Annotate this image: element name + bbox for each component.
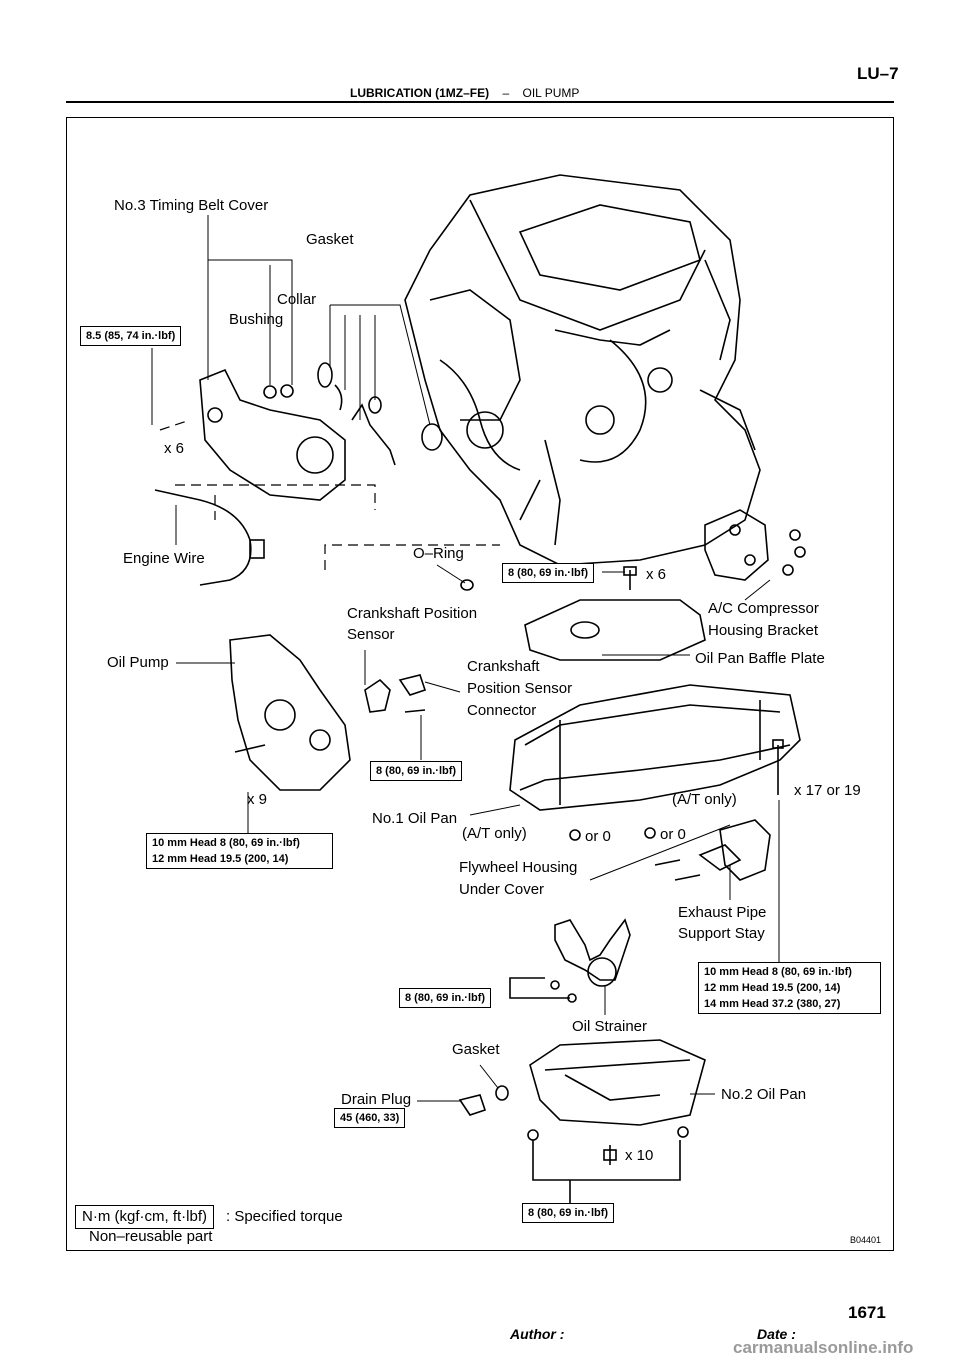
torque-oil-pan-3: 14 mm Head 37.2 (380, 27) [704,998,841,1010]
ac-bracket-shape [704,509,769,581]
watermark: carmanualsonline.info [733,1338,914,1357]
label-engine-wire: Engine Wire [123,550,205,567]
torque-oil-pan-2: 12 mm Head 19.5 (200, 14) [704,982,841,994]
label-crank-sensor-1: Crankshaft Position [347,605,478,622]
label-crank-conn-1: Crankshaft [467,658,540,675]
torque-8-5: 8.5 (85, 74 in.·lbf) [80,326,182,346]
label-or0-right: or 0 [660,826,686,843]
label-flywheel-1: Flywheel Housing [459,859,578,876]
torque-oil-pan-box: 10 mm Head 8 (80, 69 in.·lbf) 12 mm Head… [698,962,881,1014]
label-ac-compressor-1: A/C Compressor [708,600,819,617]
label-gasket-bottom: Gasket [452,1041,500,1058]
torque-8-pan2: 8 (80, 69 in.·lbf) [522,1203,615,1223]
label-o-ring: O–Ring [413,545,464,562]
figure-frame [66,117,894,1251]
torque-8-sensor: 8 (80, 69 in.·lbf) [370,761,463,781]
label-x17or19: x 17 or 19 [794,782,861,799]
label-oil-pump: Oil Pump [107,654,169,671]
label-crank-conn-2: Position Sensor [467,680,573,697]
author-label: Author : [510,1326,565,1342]
subsection-title: OIL PUMP [522,86,580,100]
torque-8-strainer: 8 (80, 69 in.·lbf) [399,988,492,1008]
label-crank-conn-3: Connector [467,702,537,719]
legend-unit-box: N·m (kgf·cm, ft·lbf) [75,1205,214,1229]
torque-oil-pump-1: 10 mm Head 8 (80, 69 in.·lbf) [152,837,300,849]
no1-oil-pan-shape [509,684,801,811]
label-no2-oil-pan: No.2 Oil Pan [721,1086,807,1103]
label-no1-oil-pan: No.1 Oil Pan [372,810,458,827]
legend-specified-torque: : Specified torque [226,1208,343,1225]
torque-8-oring: 8 (80, 69 in.·lbf) [502,563,595,583]
label-oil-strainer: Oil Strainer [572,1018,648,1035]
label-at-only-left: (A/T only) [462,825,527,842]
torque-oil-pan-1: 10 mm Head 8 (80, 69 in.·lbf) [704,966,852,978]
baffle-plate-shape [524,599,706,661]
page-number: 1671 [848,1303,886,1322]
no2-oil-pan-shape [529,1039,706,1126]
section-title: LUBRICATION (1MZ–FE) [350,86,490,100]
page-code: LU–7 [857,64,899,83]
label-x6-right: x 6 [646,566,667,583]
torque-45-drain: 45 (460, 33) [334,1108,406,1128]
header-separator: – [502,86,510,100]
label-oil-pan-baffle: Oil Pan Baffle Plate [695,650,825,667]
torque-oil-pump-box: 10 mm Head 8 (80, 69 in.·lbf) 12 mm Head… [146,833,333,869]
date-label: Date : [757,1326,796,1342]
oil-strainer-shape [554,918,631,981]
torque-oil-pump-2: 12 mm Head 19.5 (200, 14) [152,853,289,865]
label-drain-plug: Drain Plug [341,1091,412,1108]
label-or0-left: or 0 [585,828,611,845]
page-header: LUBRICATION (1MZ–FE) – OIL PUMP [350,86,579,100]
no3-timing-belt-cover-shape [199,368,346,501]
label-no3-timing-belt-cover: No.3 Timing Belt Cover [114,197,269,214]
label-gasket-top: Gasket [306,231,354,248]
label-flywheel-2: Under Cover [459,881,545,898]
label-collar: Collar [277,291,317,308]
label-x9: x 9 [247,791,268,808]
label-x6-left: x 6 [164,440,185,457]
header-rule [66,101,894,103]
label-exhaust-2: Support Stay [678,925,765,942]
label-at-only-right: (A/T only) [672,791,737,808]
label-ac-compressor-2: Housing Bracket [708,622,819,639]
label-exhaust-1: Exhaust Pipe [678,904,767,921]
oil-pump-shape [229,634,351,791]
label-crank-sensor-2: Sensor [347,626,395,643]
engine-block-outline [404,174,761,566]
label-bushing: Bushing [229,311,284,328]
legend-non-reusable: Non–reusable part [89,1228,213,1245]
label-x10: x 10 [625,1147,654,1164]
figure-code: B04401 [850,1235,882,1245]
